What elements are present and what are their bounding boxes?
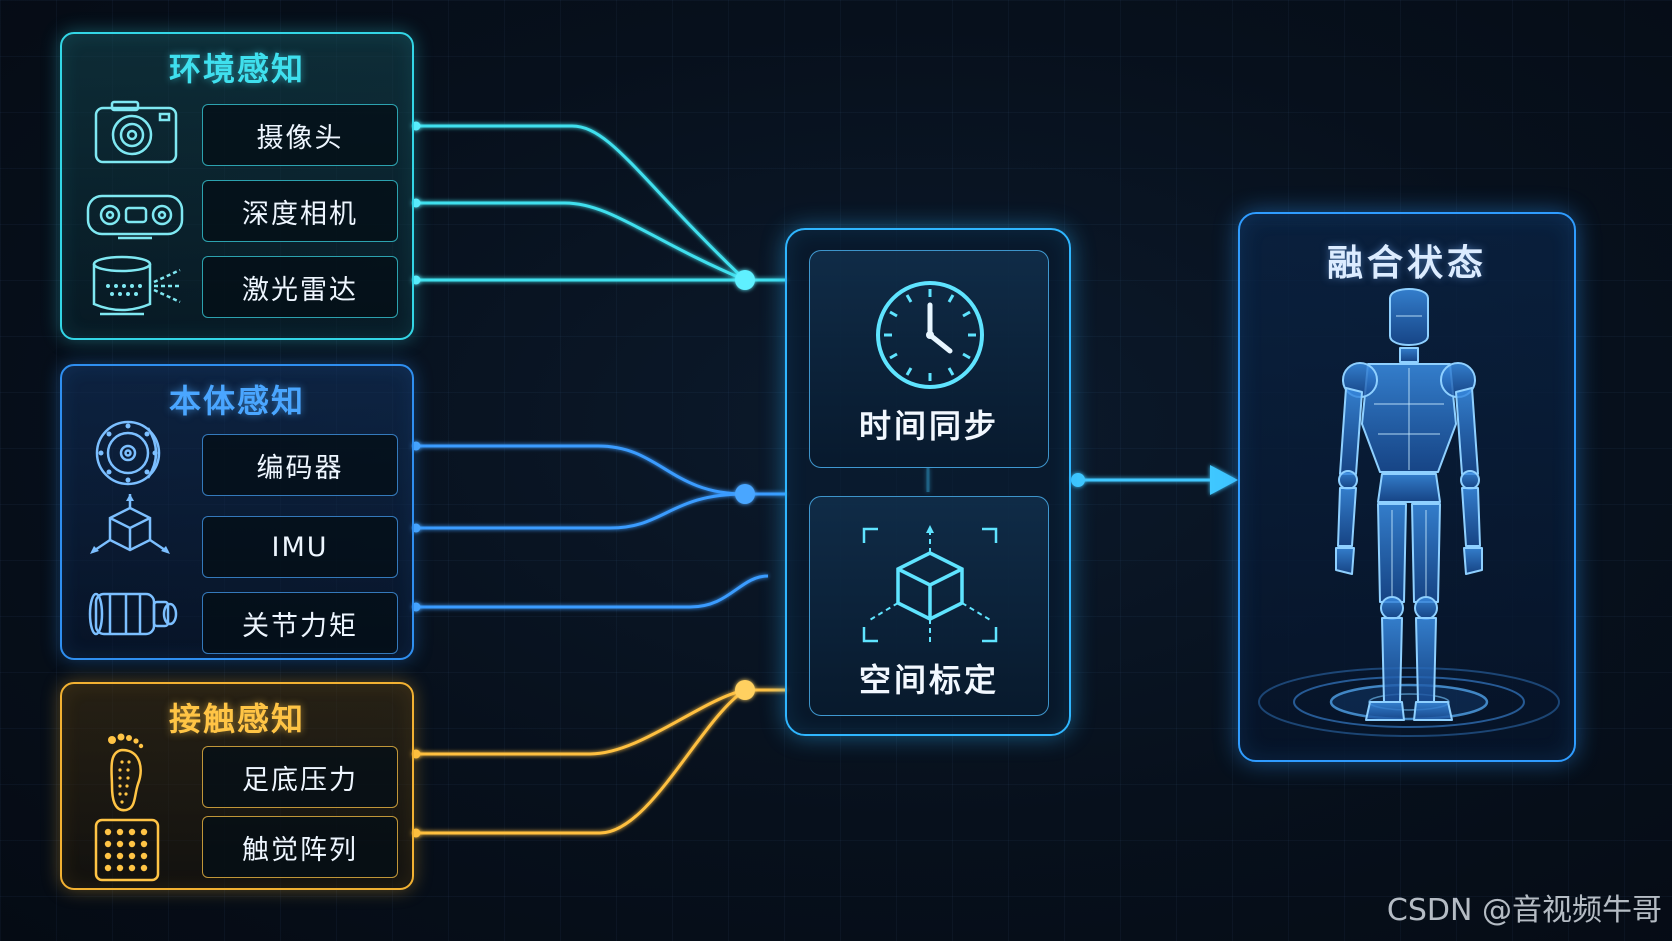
sensor-encoder: 编码器: [202, 434, 398, 496]
proprioception-wires: [416, 444, 787, 609]
wire-tactile-array: [416, 688, 746, 835]
humanoid-robot-illustration: [1258, 288, 1560, 737]
depth-camera-icon: [86, 194, 184, 240]
group-title: 本体感知: [168, 382, 305, 420]
wire-encoder: [416, 444, 746, 496]
environment-wires: [416, 124, 787, 282]
wire-depth-camera: [416, 201, 746, 282]
group-proprioception: 本体感知 编码器 IMU: [60, 364, 414, 660]
fusion-module: 时间同步 空间标定: [785, 228, 1071, 736]
group-title: 环境感知: [168, 50, 305, 88]
wire-joint-torque: [416, 574, 769, 609]
joint-torque-motor-icon: [88, 592, 178, 636]
tactile-array-icon: [94, 818, 160, 882]
spatial-calibration-label: 空间标定: [858, 661, 999, 699]
time-sync-label: 时间同步: [858, 407, 999, 445]
clock-icon: [876, 281, 984, 389]
arrow-to-result: [1210, 465, 1238, 495]
group-contact-perception: 接触感知 足底压力 触觉阵列: [60, 682, 414, 890]
sensor-imu: IMU: [202, 516, 398, 578]
wire-foot-pressure: [416, 688, 746, 756]
watermark: CSDN @音视频牛哥: [1386, 893, 1662, 928]
sensor-depth-camera: 深度相机: [202, 180, 398, 242]
camera-icon: [94, 100, 178, 164]
sensor-lidar: 激光雷达: [202, 256, 398, 318]
sensor-camera: 摄像头: [202, 104, 398, 166]
wire-camera: [416, 124, 747, 282]
cube-calibration-icon: [862, 525, 998, 643]
contact-wires: [416, 688, 787, 835]
encoder-icon: [95, 420, 161, 486]
sensor-joint-torque: 关节力矩: [202, 592, 398, 654]
group-environment-perception: 环境感知 摄像头 深度相机: [60, 32, 414, 340]
holo-platform: [1258, 667, 1560, 737]
fused-state-panel: 融合状态: [1238, 212, 1576, 762]
time-sync-panel: 时间同步: [809, 250, 1049, 468]
wire-imu: [416, 492, 746, 530]
sensor-tactile-array: 触觉阵列: [202, 816, 398, 878]
lidar-icon: [92, 255, 182, 316]
fused-state-title: 融合状态: [1326, 243, 1487, 284]
sensor-foot-pressure: 足底压力: [202, 746, 398, 808]
node-body: [735, 484, 755, 504]
node-contact: [735, 680, 755, 700]
spatial-calibration-panel: 空间标定: [809, 496, 1049, 716]
imu-axes-icon: [90, 494, 170, 554]
group-title: 接触感知: [168, 700, 305, 738]
node-fusion-out: [1071, 473, 1085, 487]
foot-pressure-icon: [108, 733, 144, 812]
node-env: [735, 270, 755, 290]
